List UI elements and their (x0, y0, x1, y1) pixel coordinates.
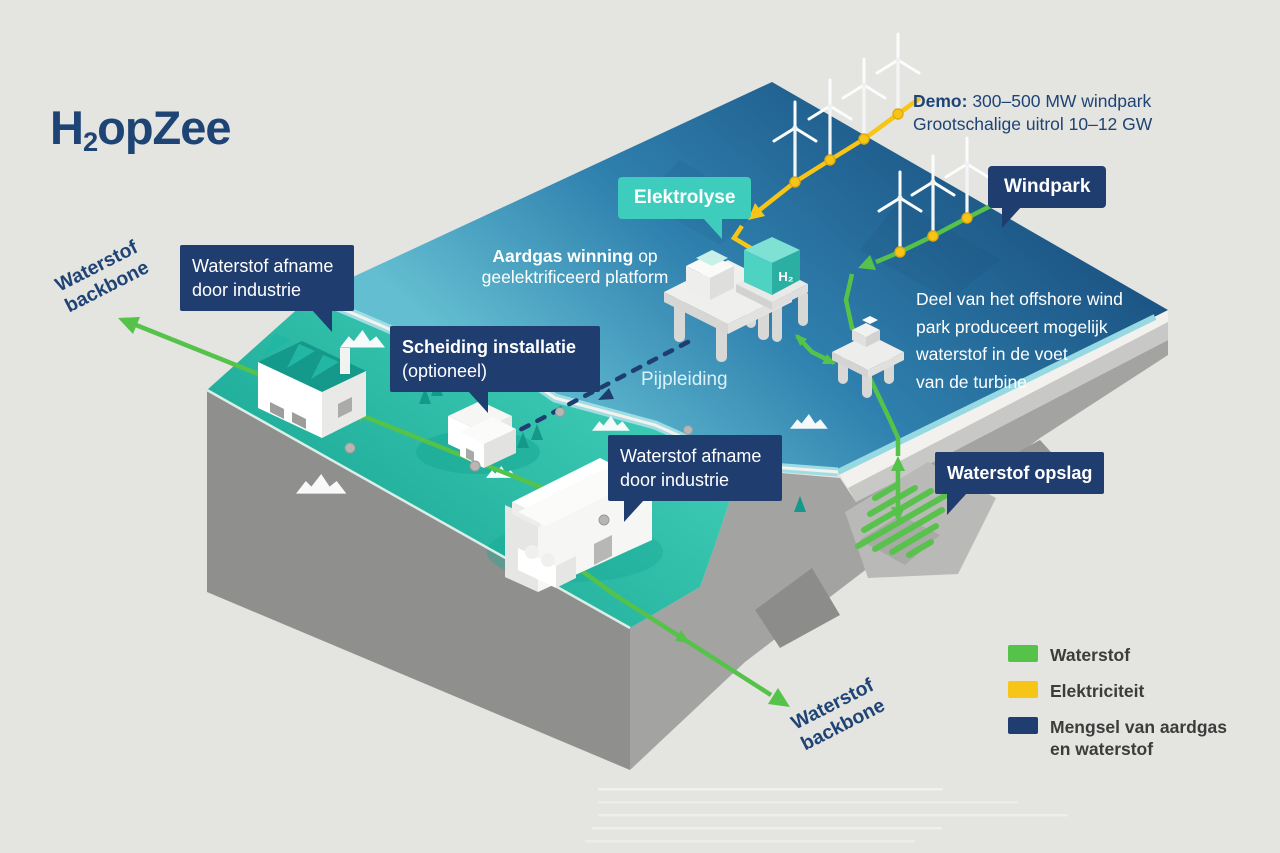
turbine-foot-platform-icon (832, 316, 904, 398)
mengsel-swatch-icon (1008, 717, 1038, 734)
demo-line1: 300–500 MW windpark (972, 91, 1152, 111)
callout-tail (1002, 206, 1022, 228)
callout-scheiding-installatie: Scheiding installatie (optioneel) (390, 326, 600, 413)
callout-elektrolyse: Elektrolyse (618, 177, 752, 239)
storage-arrow-up (891, 456, 905, 471)
pipeline-dotted-line (513, 339, 691, 435)
legend-item-elektriciteit: Elektriciteit (1008, 680, 1246, 702)
callout-windpark: Windpark (988, 166, 1107, 228)
backbone-arrow-northwest (118, 317, 140, 334)
seabed-rock-layer (848, 322, 1168, 502)
seabed-sand-layer (838, 310, 1168, 488)
waterstof-swatch-icon (1008, 645, 1038, 662)
electrolysis-module-icon: H₂ (736, 237, 808, 310)
background-streaks (585, 788, 1068, 843)
demo-prefix: Demo: (913, 91, 968, 111)
page-title: H2opZee (50, 101, 232, 157)
tree-icons (344, 380, 806, 526)
elektriciteit-swatch-icon (1008, 681, 1038, 698)
shallow-water-edge (836, 314, 1157, 475)
backbone-arrow-southeast (768, 688, 790, 707)
callout-tail (624, 500, 644, 522)
aardgas-annotation: Aardgas winning op geelektrificeerd plat… (481, 246, 669, 287)
h2-label: H₂ (778, 269, 793, 284)
factory-icon (258, 333, 366, 438)
hydrogen-storage-hatch (855, 482, 951, 558)
offshore-wind-note: Deel van het offshore wind park producee… (916, 289, 1123, 392)
legend-item-waterstof: Waterstof (1008, 644, 1246, 666)
callout-tail (702, 217, 722, 239)
gas-platform-icon: H₂ (664, 237, 808, 362)
demo-line2: Grootschalige uitrol 10–12 GW (913, 114, 1153, 134)
legend-item-mengsel: Mengsel van aardgas en waterstof (1008, 716, 1246, 760)
demo-note: Demo: 300–500 MW windpark Grootschalige … (913, 90, 1152, 136)
callout-tail (947, 493, 967, 515)
callout-waterstof-afname-2: Waterstof afname door industrie (608, 435, 782, 522)
legend: Waterstof Elektriciteit Mengsel van aard… (1008, 644, 1246, 774)
pijpleiding-label: Pijpleiding (641, 369, 728, 390)
callout-tail (312, 310, 332, 332)
callout-tail (468, 391, 488, 413)
callout-waterstof-opslag: Waterstof opslag (935, 452, 1105, 515)
callout-waterstof-afname-1: Waterstof afname door industrie (180, 245, 354, 332)
separation-installation-icon (448, 401, 516, 468)
storage-arrow-down (891, 507, 905, 522)
